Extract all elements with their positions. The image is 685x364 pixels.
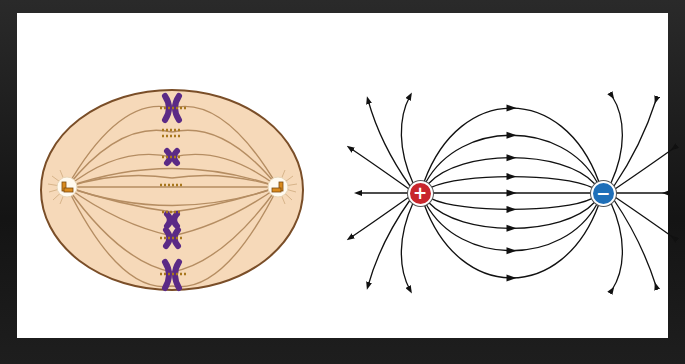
field-lines bbox=[350, 96, 674, 290]
field-line bbox=[424, 205, 598, 278]
kinetochores bbox=[160, 108, 186, 274]
arrow-head bbox=[507, 105, 517, 112]
chromosomes bbox=[165, 96, 179, 288]
arrow-head bbox=[507, 225, 517, 232]
negative-charge: − bbox=[591, 181, 616, 206]
centrioles bbox=[62, 182, 283, 192]
field-line bbox=[426, 135, 597, 182]
centrosome bbox=[268, 177, 288, 197]
centrosome bbox=[57, 177, 77, 197]
arrow-head bbox=[507, 173, 517, 180]
charge-sign: + bbox=[413, 185, 427, 202]
field-line bbox=[426, 204, 597, 251]
arrow-head bbox=[507, 190, 517, 197]
positive-charge: + bbox=[408, 181, 433, 206]
arrow-head bbox=[507, 247, 517, 254]
field-line bbox=[428, 202, 594, 228]
arrow-head bbox=[507, 132, 517, 139]
field-line bbox=[428, 158, 594, 184]
arrow-head bbox=[507, 154, 517, 161]
field-line bbox=[424, 108, 598, 181]
arrow-head bbox=[507, 274, 517, 281]
charge-sign: − bbox=[596, 185, 610, 202]
cell-membrane bbox=[41, 90, 303, 290]
aster-rays bbox=[48, 170, 297, 204]
arrow-head bbox=[507, 206, 517, 213]
spindle-fibers bbox=[67, 106, 278, 286]
